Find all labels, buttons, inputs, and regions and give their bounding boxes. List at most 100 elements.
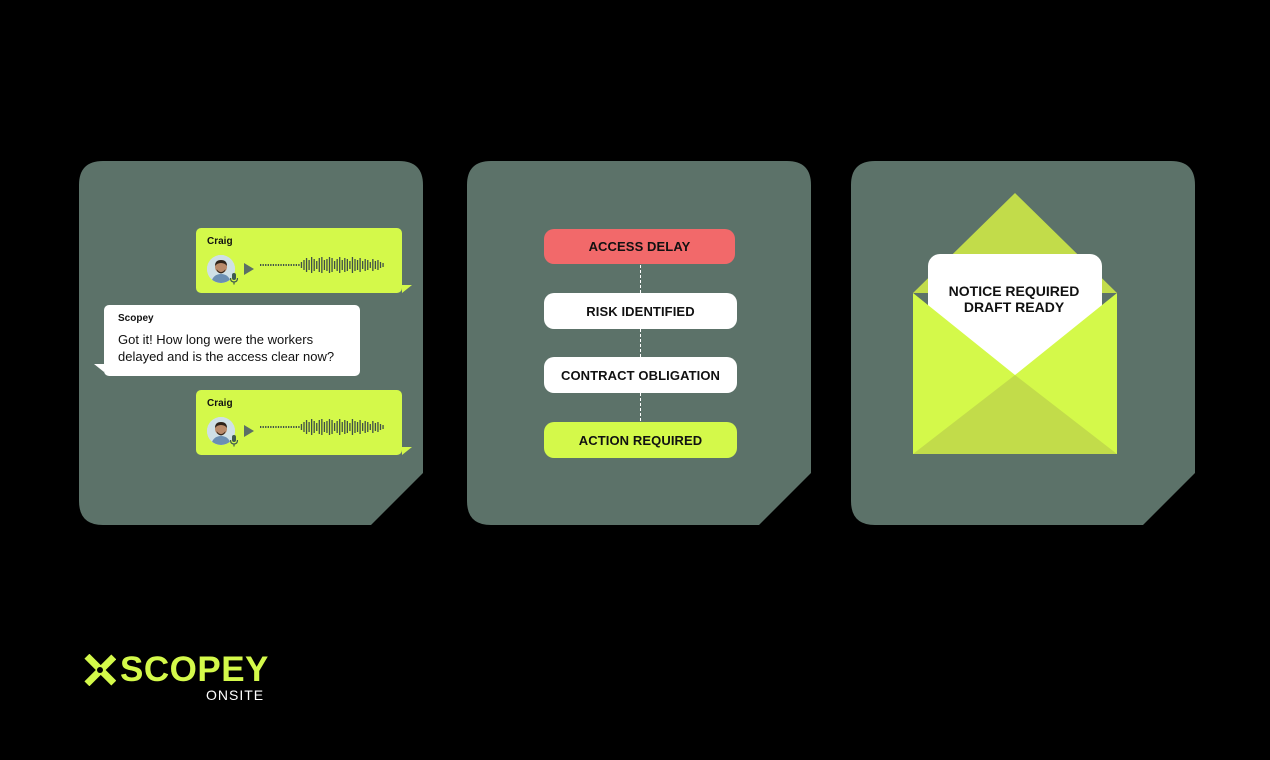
waveform-bar: [272, 426, 275, 428]
waveform-bar: [311, 419, 313, 435]
waveform-bar: [356, 260, 359, 270]
waveform-bar: [285, 426, 287, 428]
waveform-bar: [362, 423, 364, 431]
waveform-bar: [290, 426, 292, 428]
waveform-bar: [295, 264, 297, 266]
waveform-bar: [364, 259, 366, 271]
waveform-bar: [382, 263, 384, 267]
notice-line-2: DRAFT READY: [963, 299, 1065, 315]
flow-step-action-required: ACTION REQUIRED: [544, 422, 737, 458]
waveform-bar: [267, 426, 269, 428]
waveform-bar: [280, 264, 282, 266]
waveform-bar: [374, 261, 377, 269]
logo-wordmark: SCOPEY: [120, 650, 269, 689]
waveform-bar: [293, 426, 295, 428]
waveform-bar: [359, 420, 361, 434]
waveform-bar: [265, 426, 267, 428]
waveform-bar: [262, 264, 264, 266]
microphone-icon: [229, 273, 239, 285]
waveform-bar: [288, 426, 290, 428]
flow-connector: [640, 329, 641, 357]
waveform-bar: [275, 426, 277, 428]
waveform-bar: [270, 426, 272, 428]
flow-step-risk-identified: RISK IDENTIFIED: [544, 293, 737, 329]
waveform-bar: [341, 422, 343, 432]
waveform-bar: [303, 422, 305, 432]
waveform-bar: [341, 260, 343, 270]
waveform-bar: [272, 264, 275, 266]
waveform-bar: [308, 422, 310, 432]
envelope-icon: [913, 193, 1117, 454]
waveform-bar: [339, 419, 341, 435]
waveform-bar: [260, 264, 262, 266]
waveform-bar: [295, 426, 297, 428]
waveform-bar: [298, 264, 300, 266]
chat-panel: Craig Scopey Got it! How long were the w…: [79, 161, 423, 525]
waveform-bar: [349, 423, 351, 431]
waveform-bar: [293, 264, 295, 266]
waveform-bar: [285, 264, 287, 266]
waveform-bar: [362, 261, 364, 269]
waveform-bar: [277, 426, 280, 428]
waveform-bar: [379, 262, 382, 268]
flow-step-access-delay: ACCESS DELAY: [544, 229, 735, 264]
flow-connector: [640, 393, 641, 421]
waveform-bar: [262, 426, 264, 428]
play-icon[interactable]: [244, 425, 254, 437]
voice-message-bubble: Craig: [196, 228, 402, 293]
waveform-bar: [326, 259, 328, 271]
waveform-bar: [367, 422, 369, 432]
audio-waveform: [260, 419, 384, 435]
waveform-bar: [372, 421, 374, 433]
waveform-bar: [354, 421, 356, 433]
notice-line-1: NOTICE REQUIRED: [948, 283, 1080, 299]
waveform-bar: [290, 264, 292, 266]
notice-letter: NOTICE REQUIRED DRAFT READY: [933, 283, 1095, 315]
waveform-bar: [344, 420, 346, 434]
waveform-bar: [323, 260, 326, 270]
message-sender-name: Craig: [207, 236, 233, 247]
waveform-bar: [336, 421, 338, 433]
waveform-bar: [372, 259, 374, 271]
waveform-bar: [346, 259, 348, 271]
waveform-bar: [377, 260, 379, 270]
audio-waveform: [260, 257, 384, 273]
waveform-bar: [349, 261, 351, 269]
logo-subtitle: ONSITE: [206, 687, 265, 703]
waveform-bar: [377, 422, 379, 432]
play-icon[interactable]: [244, 263, 254, 275]
waveform-bar: [280, 426, 282, 428]
waveform-bar: [346, 421, 348, 433]
waveform-bar: [308, 260, 310, 270]
waveform-bar: [323, 422, 326, 432]
waveform-bar: [267, 264, 269, 266]
waveform-bar: [356, 422, 359, 432]
waveform-bar: [344, 258, 346, 272]
text-message-bubble: Scopey Got it! How long were the workers…: [104, 305, 360, 376]
risk-flow-panel: ACCESS DELAY RISK IDENTIFIED CONTRACT OB…: [467, 161, 811, 525]
waveform-bar: [333, 261, 336, 269]
waveform-bar: [316, 261, 318, 269]
waveform-bar: [282, 426, 285, 428]
waveform-bar: [282, 264, 285, 266]
scopey-logo: SCOPEY ONSITE: [84, 652, 284, 704]
notice-panel: NOTICE REQUIRED DRAFT READY: [851, 161, 1195, 525]
waveform-bar: [313, 421, 315, 433]
waveform-bar: [382, 425, 384, 429]
waveform-bar: [300, 262, 303, 268]
bubble-tail: [402, 285, 412, 293]
waveform-bar: [351, 419, 354, 435]
waveform-bar: [311, 257, 313, 273]
waveform-bar: [354, 259, 356, 271]
microphone-icon: [229, 435, 239, 447]
waveform-bar: [298, 426, 300, 428]
waveform-bar: [300, 424, 303, 430]
waveform-bar: [351, 257, 354, 273]
waveform-bar: [374, 423, 377, 431]
waveform-bar: [367, 260, 369, 270]
waveform-bar: [379, 424, 382, 430]
waveform-bar: [275, 264, 277, 266]
waveform-bar: [328, 257, 331, 273]
waveform-bar: [369, 424, 371, 430]
bubble-tail: [94, 364, 104, 372]
